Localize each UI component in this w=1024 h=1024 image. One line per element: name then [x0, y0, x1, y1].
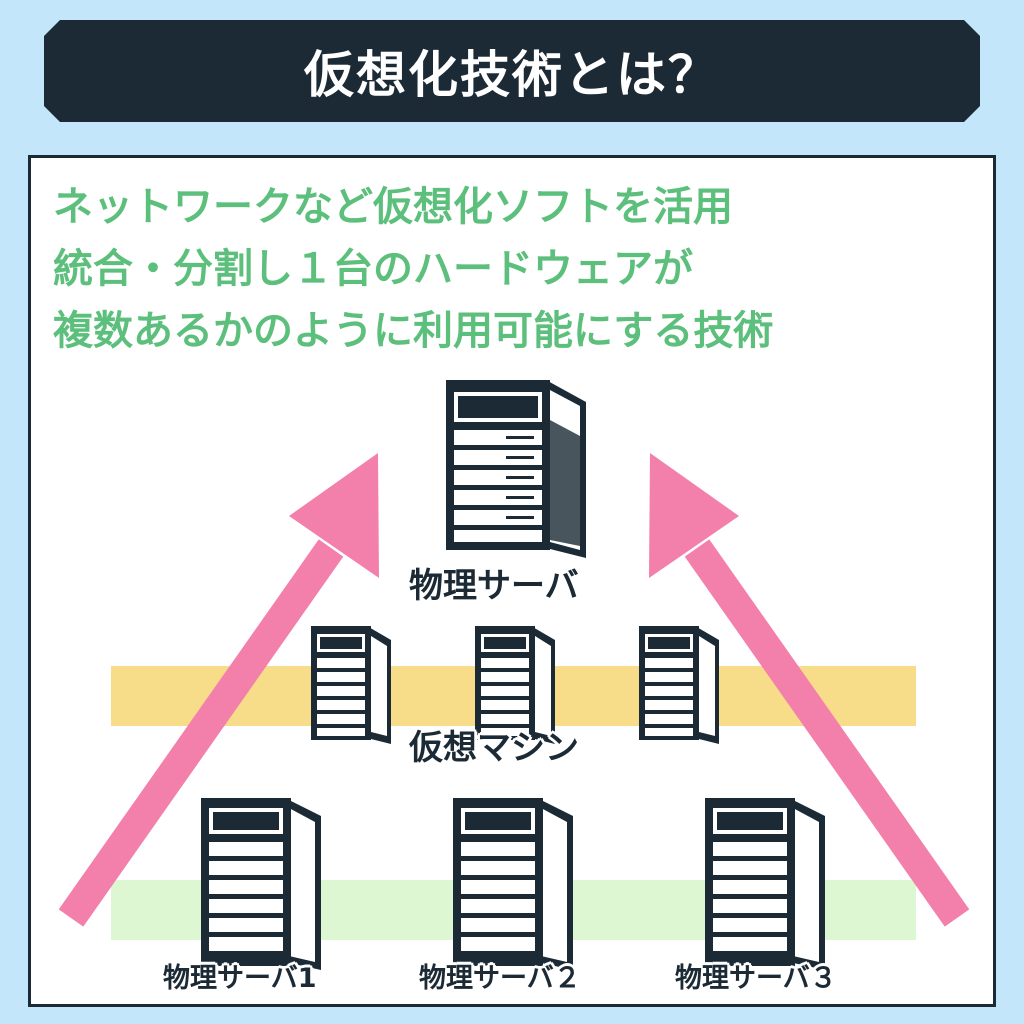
server-icon — [311, 626, 391, 744]
physical-server-2-label: 物理サーバ２ — [419, 963, 581, 994]
page-title: 仮想化技術とは？ — [304, 46, 720, 104]
description-line-2: 統合・分割し１台のハードウェアが — [53, 246, 693, 292]
description-line-3: 複数あるかのように利用可能にする技術 — [53, 308, 774, 354]
description-line-1: ネットワークなど仮想化ソフトを活用 — [53, 184, 733, 230]
arrows-layer — [58, 453, 970, 927]
server-icon — [705, 798, 825, 970]
banner-shape — [44, 20, 980, 122]
diagram-panel: ネットワークなど仮想化ソフトを活用 統合・分割し１台のハードウェアが 複数あるか… — [28, 155, 996, 1007]
server-icon — [639, 626, 719, 744]
server-icon — [453, 798, 573, 970]
arrow-up-right-icon — [58, 453, 379, 927]
arrow-up-left-icon — [649, 453, 970, 927]
virtual-machine-label: 仮想マシン — [409, 728, 579, 768]
title-banner: 仮想化技術とは？ — [44, 20, 980, 122]
physical-server-label: 物理サーバ — [409, 566, 579, 606]
server-icon — [446, 380, 586, 558]
description: ネットワークなど仮想化ソフトを活用 統合・分割し１台のハードウェアが 複数あるか… — [53, 176, 983, 362]
server-icon — [475, 626, 555, 744]
physical-server-3-label: 物理サーバ３ — [675, 963, 837, 994]
physical-server-1-label: 物理サーバ1 — [163, 963, 317, 994]
server-icon — [201, 798, 321, 970]
